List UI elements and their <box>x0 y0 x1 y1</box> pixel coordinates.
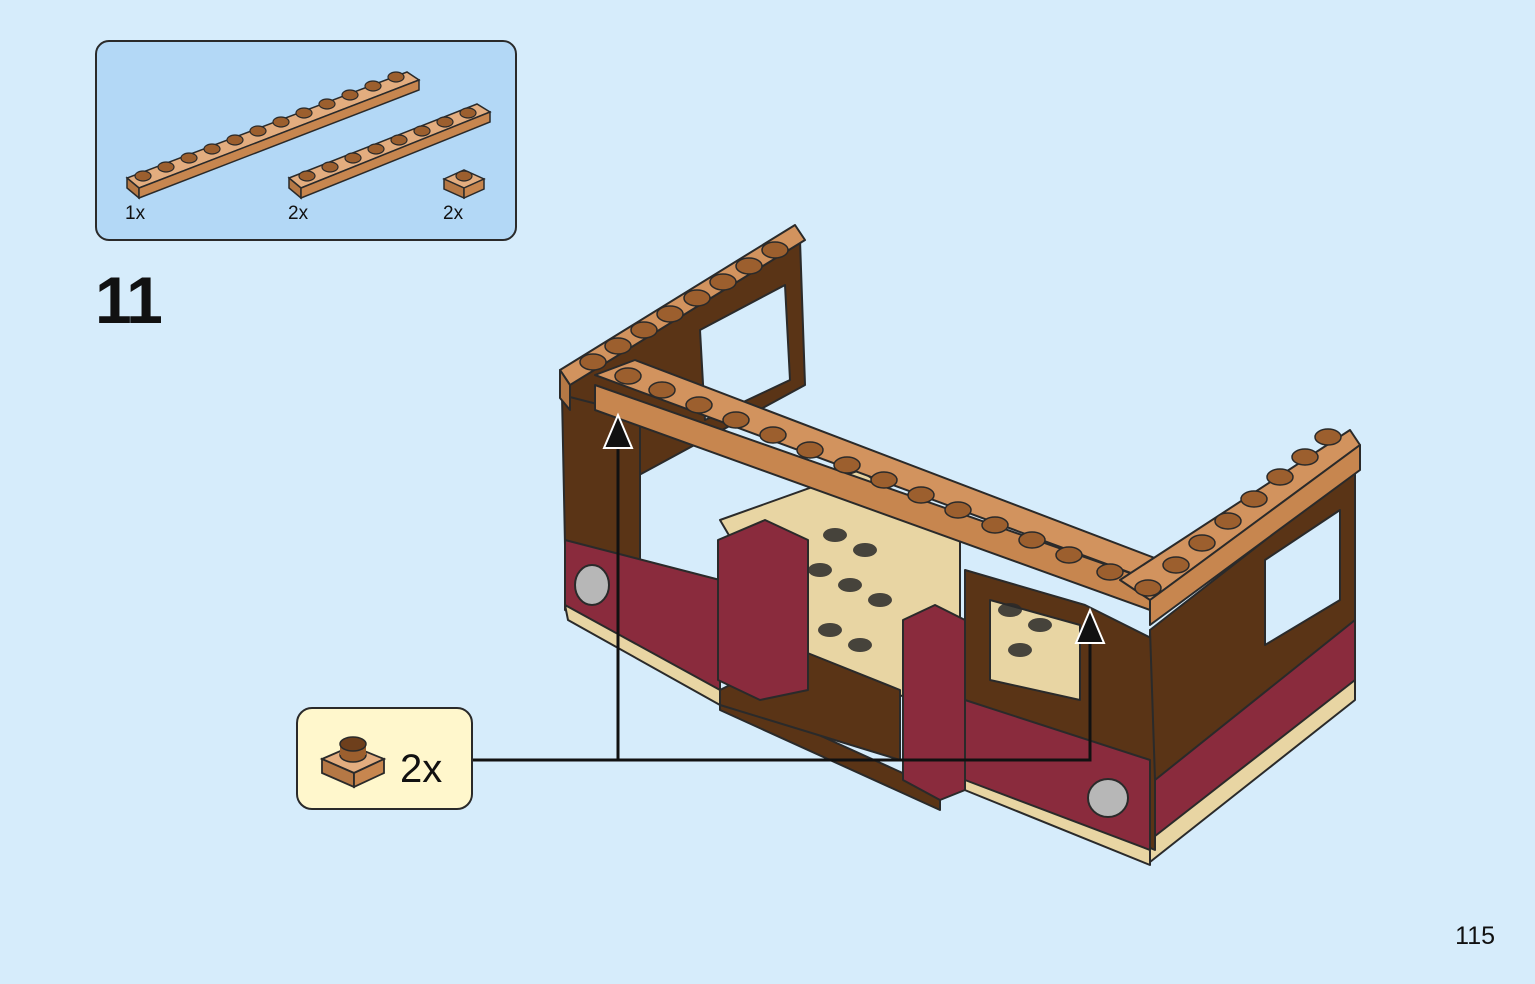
parts-list-box: 1x 2x 2x <box>95 40 517 241</box>
parts-illustration <box>125 71 492 200</box>
callout-quantity: 2x <box>400 747 443 791</box>
model-studs <box>579 241 1342 597</box>
plate-1x8-icon <box>287 103 492 200</box>
step-number: 11 <box>95 263 163 337</box>
arrow-heads <box>602 412 1106 644</box>
plate-1x1-icon <box>442 169 486 200</box>
callout-box: 2x <box>296 707 473 810</box>
plate-1x1-callout-icon <box>319 736 387 789</box>
plate-1x12-icon <box>125 71 421 200</box>
floor-studs <box>808 528 1052 657</box>
part-quantity-3: 2x <box>443 203 464 224</box>
part-quantity-1: 1x <box>125 203 146 224</box>
part-quantity-2: 2x <box>288 203 309 224</box>
placement-arrows <box>473 445 1092 762</box>
page-number: 115 <box>1455 922 1495 950</box>
